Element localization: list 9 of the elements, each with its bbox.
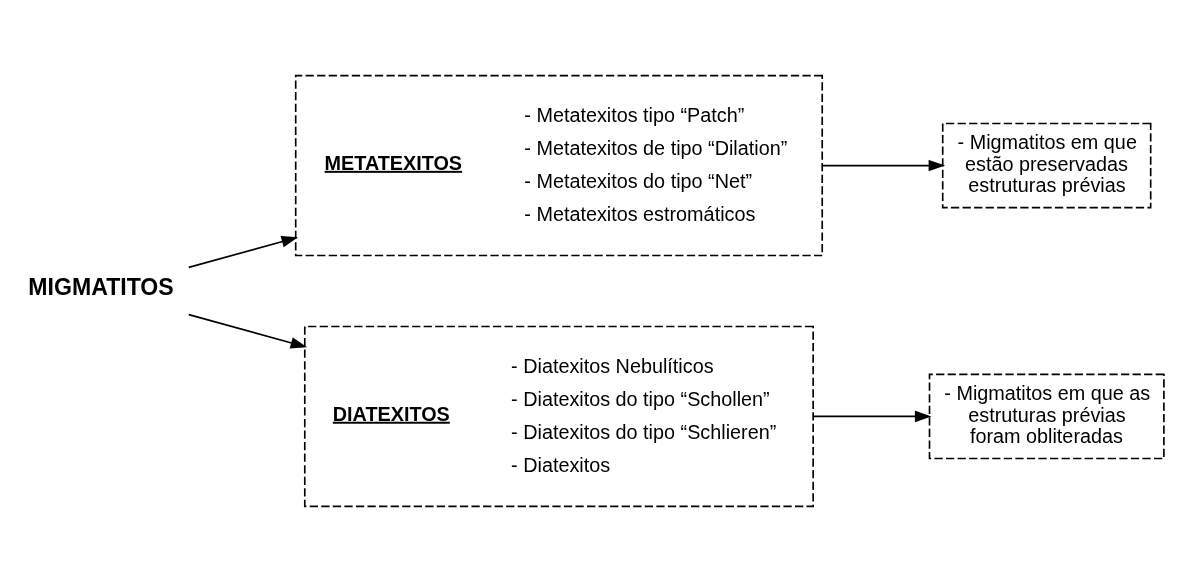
node-box: DIATEXITOS - Diatexitos Nebulíticos - Diatexitos do tipo “Schollen” - Diatexitos do tipo “Schlieren” - Diatexitos	[303, 325, 814, 507]
arrow	[821, 159, 946, 171]
node-text: MIGMATITOS	[28, 273, 174, 300]
arrow	[812, 410, 932, 422]
arrow	[187, 235, 299, 268]
arrow	[187, 313, 308, 348]
node-box: - Migmatitos em que as estruturas prévias foram obliteradas	[928, 373, 1165, 459]
node-box: METATEXITOS - Metatexitos tipo “Patch” - Metatexitos de tipo “Dilation” - Metatexitos do tipo “Net” - Metatexitos estromáticos	[294, 74, 824, 256]
node-box: - Migmatitos em que estão preservadas estruturas prévias	[941, 122, 1152, 208]
